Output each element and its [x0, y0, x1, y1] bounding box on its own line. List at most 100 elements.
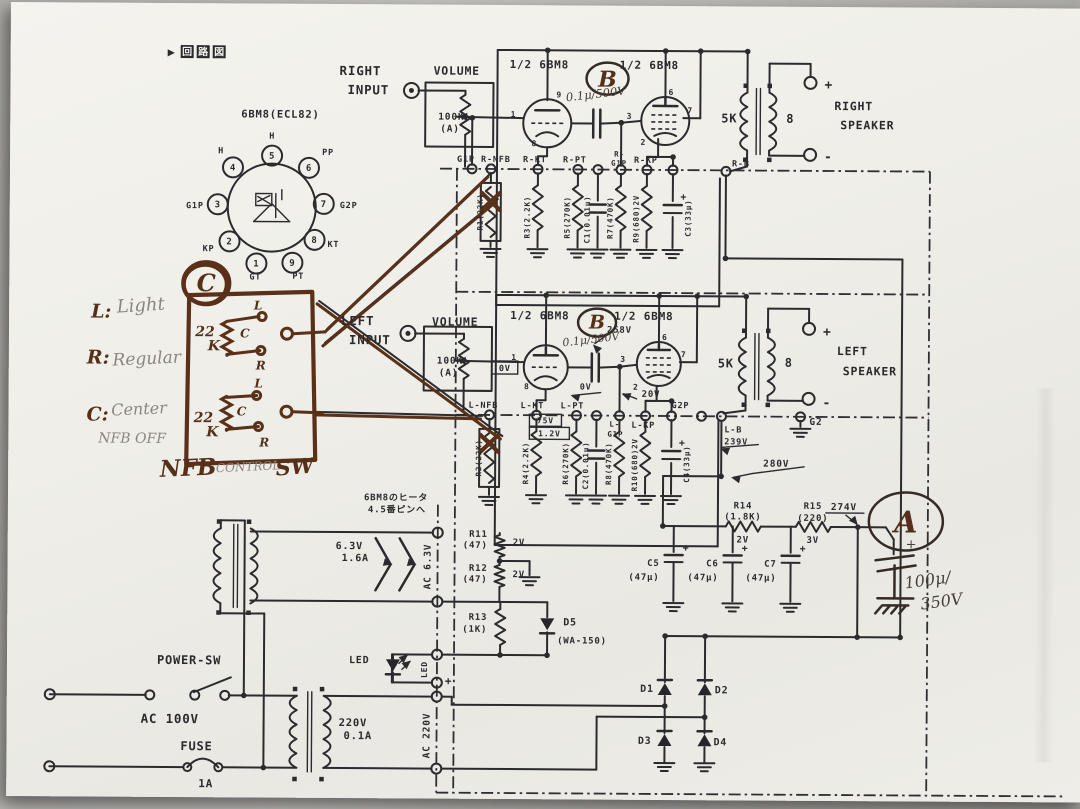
- label-r15v: (220): [797, 514, 828, 524]
- label-hxa: 1.6A: [342, 553, 369, 564]
- pin-circle: [281, 251, 304, 274]
- tie-point: [794, 411, 806, 423]
- nfb-wire: [323, 175, 490, 334]
- junction-dot: [743, 293, 750, 300]
- label-lp3: 3: [620, 355, 626, 364]
- label-cr3: R3(2.2K): [523, 196, 532, 239]
- ac-plug: [43, 688, 56, 701]
- winding-mark-icon: [743, 157, 748, 163]
- label-lbkp: L-KP: [631, 421, 655, 431]
- tie-point: [532, 163, 544, 175]
- tie-point: [615, 164, 627, 176]
- terminal: [182, 762, 193, 773]
- label-n22b: 22: [193, 410, 214, 426]
- junction-dot: [718, 473, 724, 480]
- nfb-wire: [225, 349, 262, 356]
- value-box: [528, 413, 563, 428]
- label-lG2P: G2P: [340, 201, 358, 211]
- label-noteR: R:: [86, 346, 110, 368]
- tube-envelope: [635, 340, 682, 387]
- label-l_pot: 100K: [437, 356, 463, 367]
- junction-dot: [469, 115, 476, 121]
- label-lGT: GT: [249, 272, 261, 282]
- circled-b-icon: [576, 307, 618, 338]
- wire: [242, 519, 246, 697]
- label-c6p: +: [742, 543, 749, 554]
- label-cr8: R8(470K): [604, 442, 613, 485]
- label-noteCv: Center: [111, 398, 169, 420]
- pin-circle: [221, 156, 244, 179]
- label-lbg2p: G2P: [672, 401, 690, 411]
- label-lH5: H: [269, 132, 275, 142]
- tie-point: [695, 410, 707, 422]
- label-tr12d: 2V: [512, 570, 524, 580]
- junction-dot: [656, 293, 663, 299]
- label-hxn1: 6BM8のヒータ: [364, 491, 428, 503]
- fuse-icon: [186, 757, 220, 769]
- pin-circle: [297, 156, 320, 179]
- label-ledp: +: [445, 675, 453, 688]
- label-cc4p: +: [679, 438, 686, 449]
- label-bpt: R-PT: [563, 155, 587, 165]
- label-rp2: 2: [641, 138, 647, 147]
- label-cBr: B: [597, 67, 617, 93]
- winding-mark-icon: [765, 328, 771, 334]
- component-box: [422, 325, 494, 392]
- label-r14v: (1.8K): [724, 512, 761, 522]
- hand-ground-icon: [882, 605, 891, 615]
- resistor: [494, 608, 507, 646]
- wire: [597, 365, 621, 369]
- tie-point: [720, 165, 732, 177]
- nfb-wire: [291, 410, 324, 415]
- component-box: [424, 81, 495, 148]
- winding-mark-icon: [767, 157, 772, 163]
- label-l_taper: (A): [439, 368, 459, 379]
- chassis-dash-line: [455, 413, 929, 419]
- wire: [495, 303, 721, 308]
- label-cc3p: +: [680, 192, 687, 203]
- label-tr11d: 2V: [513, 538, 525, 548]
- label-d1: D1: [640, 684, 654, 695]
- nfb-wire: [315, 302, 502, 441]
- wire: [249, 530, 434, 534]
- resistor: [484, 185, 497, 238]
- component-box: [479, 181, 502, 242]
- arrowhead-icon: [848, 515, 858, 526]
- pointer-line: [751, 466, 805, 475]
- wire: [496, 48, 749, 53]
- label-r_pot: 100K: [438, 112, 464, 123]
- junction-dot: [694, 293, 701, 299]
- tie-point: [466, 163, 478, 175]
- label-r14d: 2V: [736, 535, 748, 545]
- label-d5: D5: [563, 617, 577, 628]
- tie-point: [715, 410, 727, 422]
- winding-mark-icon: [741, 328, 747, 333]
- nfb-resistor: [218, 319, 236, 357]
- label-tr8: 8: [786, 112, 794, 126]
- label-rp1: 1: [511, 110, 517, 119]
- transformer-coil: [212, 527, 222, 605]
- label-lp7: 7: [681, 350, 687, 359]
- tie-point: [639, 410, 651, 422]
- diode-d5-icon: [540, 618, 555, 631]
- wire: [450, 703, 666, 708]
- amplifier-schematic: ▶回路図6BM8(ECL82)567891234HHPPG2PKTPTGTKPG…: [43, 45, 1063, 798]
- label-noteCv2: NFB OFF: [97, 431, 167, 447]
- wire: [322, 694, 433, 698]
- speaker-terminal: [802, 321, 817, 336]
- junction-dot: [543, 292, 550, 299]
- label-lbb: L-B: [724, 425, 742, 435]
- label-cc4: C4(33μ): [682, 445, 691, 482]
- label-k2: 路: [198, 45, 209, 58]
- speaker-terminal: [803, 147, 818, 162]
- label-psw: POWER-SW: [157, 653, 221, 667]
- wire: [724, 174, 727, 260]
- junction-dot: [661, 703, 668, 709]
- label-cA: A: [891, 505, 917, 540]
- circled-a-icon: [867, 491, 945, 552]
- tie-point: [590, 410, 602, 422]
- junction-dot: [697, 48, 704, 55]
- label-rp7: 7: [687, 106, 693, 115]
- label-noteC: C:: [86, 403, 108, 425]
- label-noteL: L:: [90, 300, 112, 322]
